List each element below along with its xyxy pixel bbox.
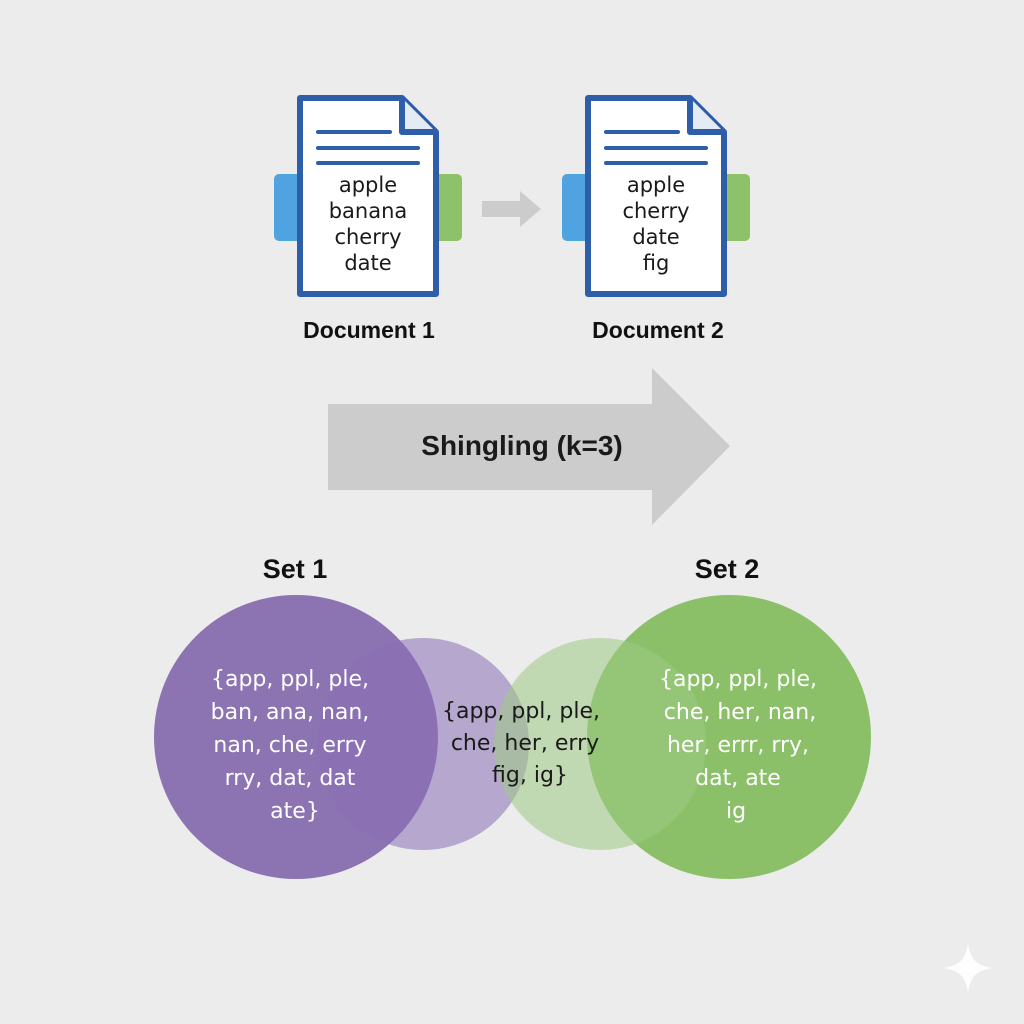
sparkle-icon — [944, 944, 992, 992]
document-1-right-tab — [434, 174, 462, 241]
document-1-caption: Document 1 — [303, 317, 435, 343]
shingling-arrow-label: Shingling (k=3) — [421, 430, 622, 461]
document-1-word: date — [344, 251, 391, 275]
document-2-caption: Document 2 — [592, 317, 724, 343]
document-icon — [297, 95, 439, 297]
document-2-left-tab — [562, 174, 590, 241]
document-2-folded-corner — [687, 98, 724, 135]
set-1-line: nan, che, erry — [213, 733, 366, 758]
intersection-line: {app, ppl, ple, — [442, 699, 600, 724]
document-2-right-tab — [722, 174, 750, 241]
document-icon — [585, 95, 727, 297]
document-1-word: banana — [329, 199, 408, 223]
set-1-line: ate} — [270, 799, 320, 824]
document-1-text-lines — [316, 130, 420, 165]
document-1: apple banana cherry date Document 1 — [274, 95, 462, 343]
intersection-elements: {app, ppl, ple, che, her, erry fig, ig} — [442, 699, 600, 788]
document-1-word: apple — [339, 173, 397, 197]
document-2: apple cherry date fig Document 2 — [562, 95, 750, 343]
small-arrow-icon — [482, 191, 541, 227]
set-2-line: her, errr, rry, — [667, 733, 809, 758]
set-1-elements: {app, ppl, ple, ban, ana, nan, nan, che,… — [211, 667, 370, 824]
set-1-title: Set 1 — [263, 554, 328, 584]
intersection-line: che, her, erry — [451, 731, 599, 756]
venn-diagram — [154, 595, 871, 879]
set-1-line: rry, dat, dat — [225, 766, 356, 791]
set-2-line: ig — [726, 799, 746, 824]
shingling-arrow: Shingling (k=3) — [328, 368, 730, 525]
document-1-folded-corner — [399, 98, 436, 135]
document-2-word: cherry — [622, 199, 689, 223]
document-1-word: cherry — [334, 225, 401, 249]
document-2-words: apple cherry date fig — [622, 173, 689, 275]
set-2-inner-circle — [494, 638, 706, 850]
shingling-arrow-shape — [328, 368, 730, 525]
set-2-elements: {app, ppl, ple, che, her, nan, her, errr… — [659, 667, 817, 824]
set-2-line: dat, ate — [695, 766, 781, 791]
set-1-line: {app, ppl, ple, — [211, 667, 369, 692]
document-2-word: fig — [643, 251, 670, 275]
set-2-line: {app, ppl, ple, — [659, 667, 817, 692]
document-2-text-lines — [604, 130, 708, 165]
document-1-left-tab — [274, 174, 302, 241]
document-2-word: apple — [627, 173, 685, 197]
set-2-title: Set 2 — [695, 554, 760, 584]
set-2-line: che, her, nan, — [664, 700, 816, 725]
set-1-line: ban, ana, nan, — [211, 700, 370, 725]
intersection-line: fig, ig} — [492, 763, 568, 788]
document-2-word: date — [632, 225, 679, 249]
set-1-inner-circle — [317, 638, 529, 850]
document-1-words: apple banana cherry date — [329, 173, 408, 275]
